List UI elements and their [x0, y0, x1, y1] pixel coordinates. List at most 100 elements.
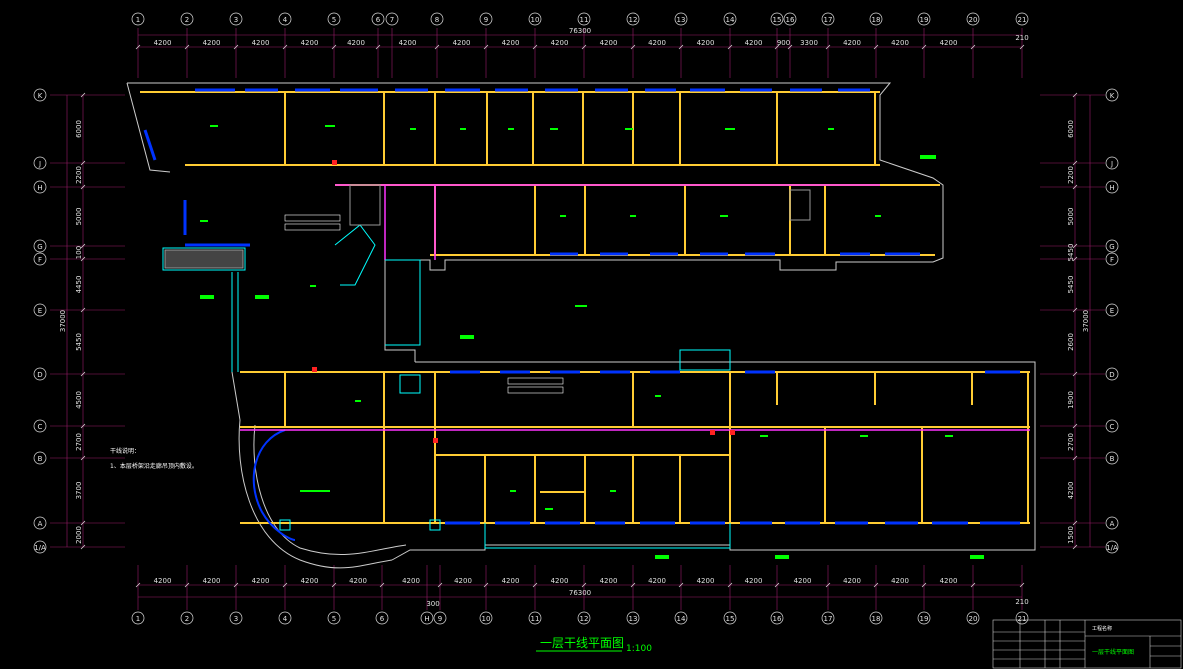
dimension-tick: [184, 44, 190, 50]
axis-label-top: 6: [376, 16, 381, 24]
dimension-tick: [678, 44, 684, 50]
dimension-text: 4200: [891, 39, 909, 47]
dimension-tick: [483, 582, 489, 588]
axis-bubble-row: [1105, 303, 1119, 317]
axis-label-row: A: [1110, 520, 1115, 528]
axis-bubble-top: [479, 12, 493, 26]
dimension-text: 4200: [697, 577, 715, 585]
dimension-text: 4200: [252, 39, 270, 47]
axis-bubble-row: [33, 516, 47, 530]
dimension-text: 4200: [402, 577, 420, 585]
axis-bubble-top: [577, 12, 591, 26]
axis-label-row: C: [38, 423, 43, 431]
axis-bubble-row: [1105, 367, 1119, 381]
axis-bubble-top: [723, 12, 737, 26]
dimension-text: 2700: [1067, 433, 1075, 451]
dimension-text: 4200: [301, 577, 319, 585]
axis-label-row: K: [38, 92, 43, 100]
axis-bubble-top: [327, 12, 341, 26]
axis-label-top: 21: [1018, 16, 1027, 24]
axis-bubble-bottom: [770, 611, 784, 625]
dimension-text: 4200: [154, 39, 172, 47]
axis-bubble-row: [33, 451, 47, 465]
dimension-tick: [1072, 307, 1078, 313]
dimension-tick: [80, 520, 86, 526]
axis-bubble-bottom: [626, 611, 640, 625]
axis-bubble-top: [385, 12, 399, 26]
axis-bubble-top: [821, 12, 835, 26]
axis-bubble-bottom: [674, 611, 688, 625]
axis-label-bottom: 12: [580, 615, 589, 623]
drawing-title: 一层干线平面图: [540, 636, 624, 650]
dimension-tick: [135, 44, 141, 50]
dimension-text: 4200: [843, 39, 861, 47]
axis-bubble-bottom: [917, 611, 931, 625]
dimension-text: 4200: [454, 577, 472, 585]
dimension-text: 3700: [75, 482, 83, 500]
dimension-tick: [331, 44, 337, 50]
axis-label-row: J: [1110, 160, 1113, 168]
dimension-text: 5000: [1067, 208, 1075, 226]
axis-label-top: 5: [332, 16, 336, 24]
axis-label-row: 1/A: [1106, 544, 1118, 552]
axis-label-top: 7: [390, 16, 394, 24]
interior-walls: [140, 91, 1030, 541]
room-labels: [200, 125, 984, 559]
dimension-text: 4200: [502, 577, 520, 585]
dimension-tick: [1072, 455, 1078, 461]
axis-label-bottom: 17: [824, 615, 833, 623]
axis-label-top: 11: [580, 16, 589, 24]
dimension-tick: [774, 582, 780, 588]
dimension-text: 4200: [453, 39, 471, 47]
dimension-tick: [80, 544, 86, 550]
dimension-tick: [1072, 92, 1078, 98]
dimension-tick: [873, 44, 879, 50]
axis-bubble-bottom: [1015, 611, 1029, 625]
dimension-total: 76300: [569, 589, 591, 597]
dimension-tick: [80, 455, 86, 461]
dimension-text: 4200: [940, 577, 958, 585]
dimension-tick: [80, 160, 86, 166]
dimension-text: 4200: [600, 577, 618, 585]
dimension-text: 4200: [203, 577, 221, 585]
axis-label-row: H: [1109, 184, 1114, 192]
axis-label-top: 16: [786, 16, 795, 24]
axis-label-bottom: 18: [872, 615, 881, 623]
axis-bubble-row: [33, 180, 47, 194]
axis-bubble-top: [783, 12, 797, 26]
dimension-tick: [282, 582, 288, 588]
dimension-tick: [825, 582, 831, 588]
dimension-text: 4200: [697, 39, 715, 47]
dimension-tick: [921, 582, 927, 588]
dimension-text: 4200: [1067, 482, 1075, 500]
dimension-text: 4200: [843, 577, 861, 585]
axis-bubble-top: [966, 12, 980, 26]
dimension-tick: [135, 582, 141, 588]
axis-bubble-top: [180, 12, 194, 26]
dimension-tick: [1072, 423, 1078, 429]
building-outline: [126, 82, 1036, 569]
dimension-text: 1900: [1067, 391, 1075, 409]
axis-label-top: 20: [969, 16, 978, 24]
axis-label-row: K: [1110, 92, 1115, 100]
dimension-tick: [483, 44, 489, 50]
dimension-text: 900: [777, 39, 790, 47]
axis-bubble-row: [33, 156, 47, 170]
axis-bubble-row: [33, 367, 47, 381]
dimension-tick: [1072, 520, 1078, 526]
dimension-text: 4200: [940, 39, 958, 47]
axis-bubble-bottom: [966, 611, 980, 625]
dimension-tick: [678, 582, 684, 588]
axis-label-row: F: [1110, 256, 1114, 264]
axis-label-bottom: 16: [773, 615, 782, 623]
dimension-tick: [532, 44, 538, 50]
dimension-tick: [1072, 256, 1078, 262]
axis-bubble-row: [1105, 419, 1119, 433]
axis-label-bottom: 21: [1018, 615, 1027, 623]
dimension-tick: [233, 44, 239, 50]
dimension-tick: [1019, 582, 1025, 588]
title-block-project: 工程名称: [1092, 625, 1112, 632]
note-heading: 干线说明：: [110, 447, 140, 455]
dimension-text: 4200: [891, 577, 909, 585]
